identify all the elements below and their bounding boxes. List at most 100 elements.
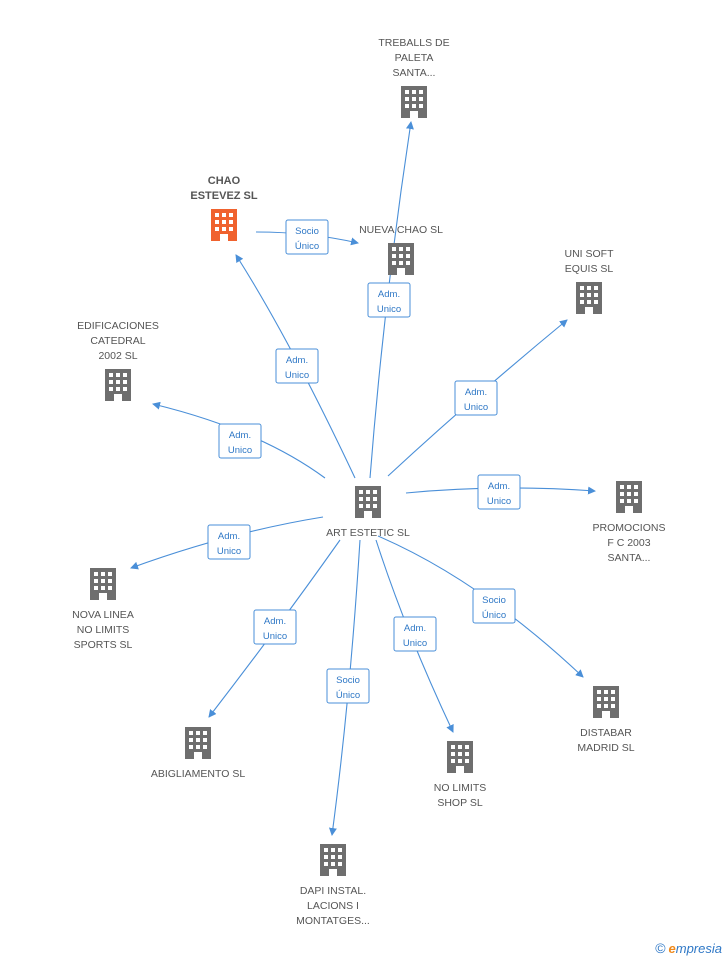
edge-center-promociones: Adm. Unico <box>405 474 596 510</box>
node-label: NO LIMITS <box>434 782 487 794</box>
brand-name: mpresia <box>675 941 722 956</box>
node-label: MADRID SL <box>577 742 634 754</box>
edge-label-text: Unico <box>403 638 427 649</box>
node-label: PALETA <box>395 52 434 64</box>
footer-brand[interactable]: ©empresia <box>655 940 722 956</box>
node-label: MONTATGES... <box>296 915 370 927</box>
building-icon <box>401 86 427 118</box>
edge-label-box <box>393 616 437 652</box>
edge-label-box <box>218 423 262 459</box>
node-label: ABIGLIAMENTO SL <box>151 768 245 780</box>
node-label: TREBALLS DE <box>378 37 449 49</box>
edge-label-box <box>326 668 370 704</box>
node-dapi[interactable]: DAPI INSTAL.LACIONS IMONTATGES... <box>296 844 370 927</box>
edge-center-nolimits: Adm. Unico <box>375 539 454 733</box>
node-label: 2002 SL <box>98 350 137 362</box>
edge-center-unisoft: Adm. Unico <box>387 319 568 477</box>
edge-label-text: Unico <box>487 496 511 507</box>
node-distabar[interactable]: DISTABAR MADRID SL <box>577 686 635 754</box>
node-label: PROMOCIONS <box>593 522 666 534</box>
node-treballs[interactable]: TREBALLS DE PALETA SANTA... <box>378 37 450 118</box>
edge-label[interactable]: Adm. Unico <box>367 282 411 318</box>
node-label: UNI SOFT <box>565 248 615 260</box>
edge-label[interactable]: Adm. Unico <box>454 380 498 416</box>
edge-center-chao: Adm. Unico <box>235 254 356 479</box>
node-label: ART ESTETIC SL <box>326 527 410 539</box>
edge-label-text: Adm. <box>465 387 487 398</box>
node-label: NO LIMITS <box>77 624 130 636</box>
edge-label-text: Unico <box>285 370 309 381</box>
edge-center-nova: Adm.Unico <box>130 516 324 570</box>
building-icon <box>320 844 346 876</box>
edge-label[interactable]: Adm. Unico <box>253 609 297 645</box>
node-label: SPORTS SL <box>74 639 133 651</box>
edge-center-edificaciones: Adm. Unico <box>152 401 326 479</box>
node-label: DISTABAR <box>580 727 632 739</box>
building-icon <box>211 209 237 241</box>
edge-label[interactable]: Adm. Unico <box>218 423 262 459</box>
node-label: NOVA LINEA <box>72 609 134 621</box>
building-icon <box>388 243 414 275</box>
node-label: SANTA... <box>393 67 436 79</box>
edge-label[interactable]: Adm. Unico <box>393 616 437 652</box>
edge-label-text: Unico <box>464 402 488 413</box>
edge-label-text: Unico <box>263 631 287 642</box>
node-nova[interactable]: NOVA LINEA NO LIMITS SPORTS SL <box>72 568 134 651</box>
edge-label-text: Socio <box>295 226 319 237</box>
edge-label-box <box>367 282 411 318</box>
edge-label-text: Único <box>336 690 360 701</box>
edge-label-text: Socio <box>482 595 506 606</box>
edge-label-text: Adm. <box>404 623 426 634</box>
node-nolimits[interactable]: NO LIMITS SHOP SL <box>434 741 487 809</box>
node-label: DAPI INSTAL. <box>300 885 366 897</box>
node-label: CATEDRAL <box>90 335 145 347</box>
brand-first-letter: e <box>668 941 676 956</box>
node-label: F C 2003 <box>607 537 650 549</box>
edge-label-text: Único <box>482 610 506 621</box>
building-icon <box>90 568 116 600</box>
edge-center-abigliamento: Adm. Unico <box>208 539 341 718</box>
node-nueva[interactable]: NUEVA CHAO SL <box>359 224 443 275</box>
edge-center-treballs: Adm. Unico <box>367 121 414 479</box>
edge-label-text: Adm. <box>264 616 286 627</box>
node-center[interactable]: ART ESTETIC SL <box>326 486 410 539</box>
edge-label-box <box>472 588 516 624</box>
node-edificaciones[interactable]: EDIFICACIONES CATEDRAL 2002 SL <box>77 320 159 401</box>
edge-label-text: Socio <box>336 675 360 686</box>
node-label: SHOP SL <box>437 797 482 809</box>
building-icon <box>616 481 642 513</box>
edge-label-text: Unico <box>377 304 401 315</box>
edge-label-text: Adm. <box>488 481 510 492</box>
building-icon <box>105 369 131 401</box>
edges-layer: Adm.UnicoSocioÚnicoAdm.UnicoAdm.UnicoAdm… <box>130 121 596 836</box>
node-label: NUEVA CHAO SL <box>359 224 443 236</box>
edge-label-box <box>454 380 498 416</box>
edge-label-text: Adm. <box>378 289 400 300</box>
building-icon <box>185 727 211 759</box>
edge-label-box <box>477 474 521 510</box>
edge-label-text: Adm. <box>218 531 240 542</box>
edge-label[interactable]: Adm. Unico <box>477 474 521 510</box>
edge-label[interactable]: Adm.Unico <box>207 524 251 560</box>
node-abigliamento[interactable]: ABIGLIAMENTO SL <box>151 727 245 780</box>
building-icon <box>355 486 381 518</box>
edge-label-text: Adm. <box>286 355 308 366</box>
copyright-icon: © <box>655 940 666 956</box>
edge-label-text: Unico <box>228 445 252 456</box>
edge-label-box <box>253 609 297 645</box>
edge-label-text: Adm. <box>229 430 251 441</box>
node-label: EDIFICACIONES <box>77 320 159 332</box>
edge-label[interactable]: Adm. Unico <box>275 348 319 384</box>
node-label: CHAO <box>208 175 241 187</box>
edge-label-box <box>285 219 329 255</box>
nodes-layer: ART ESTETIC SL TREBALLS DE PALETA SANTA... C… <box>72 37 665 927</box>
